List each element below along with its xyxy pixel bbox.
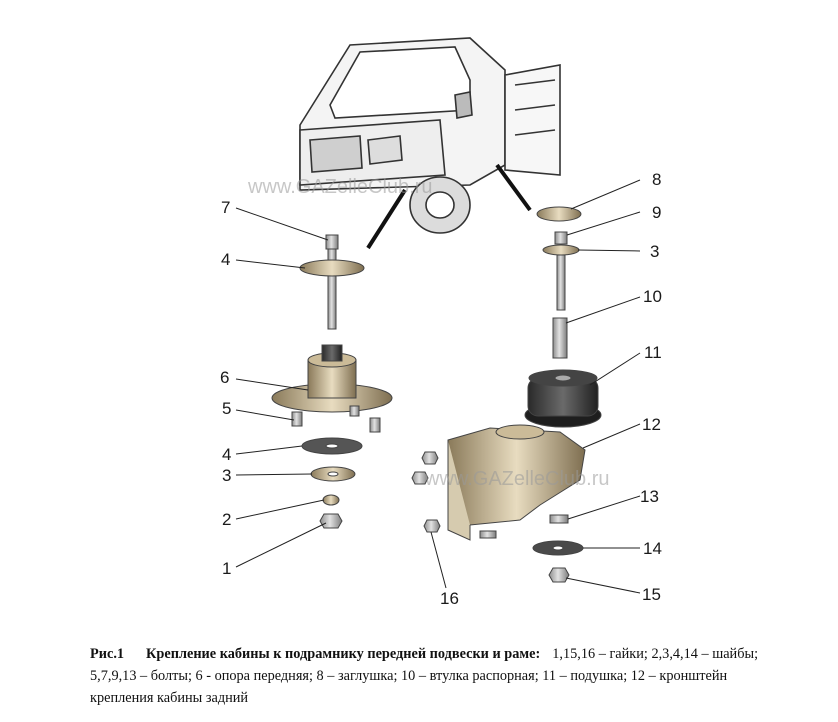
callout-3: 3: [222, 466, 231, 485]
figure-caption: Рис.1 Крепление кабины к подрамнику перед…: [90, 643, 790, 709]
bolt-13: [549, 514, 569, 524]
front-mount-parts: [271, 234, 393, 529]
watermark-top: www.GAZelleClub.ru: [247, 176, 433, 198]
callout-13: 13: [640, 487, 659, 506]
figure-legend: 1,15,16 – гайки; 2,3,4,14 – шайбы; 5,7,9…: [90, 646, 759, 706]
leader-lines: [235, 179, 641, 594]
bolt-9-shank: [556, 254, 566, 311]
pointer-arrows: [366, 163, 532, 250]
callout-2: 2: [222, 510, 231, 529]
callout-14: 14: [643, 539, 662, 558]
callout-11: 11: [644, 343, 662, 362]
callout-16: 16: [440, 589, 459, 608]
figure-label: Рис.1: [90, 646, 125, 662]
washer-2: [322, 494, 340, 506]
truck-illustration: [299, 37, 561, 234]
callout-9: 9: [652, 203, 661, 222]
callout-10: 10: [643, 287, 662, 306]
bolt-7-shank: [327, 248, 337, 330]
washer-4-upper: [299, 259, 365, 277]
callout-15: 15: [642, 585, 661, 604]
callout-4: 4: [222, 445, 231, 464]
bolt-9-head: [554, 231, 568, 245]
watermark-bottom: www.GAZelleClub.ru: [424, 468, 610, 490]
nut-1: [319, 513, 343, 529]
washer-3-upper: [542, 244, 580, 256]
bolt-5: [291, 411, 303, 427]
callout-12: 12: [642, 415, 661, 434]
callout-5: 5: [222, 399, 231, 418]
plug-8: [536, 206, 582, 222]
callout-6: 6: [220, 368, 229, 387]
callout-labels: 1 2 3 4 5 6 7 4 8 9 3 10 11 12 13 14 15 …: [220, 170, 662, 608]
sleeve-10: [552, 317, 568, 359]
assembly-diagram: www.GAZelleClub.ru www.GAZelleClub.ru 1 …: [220, 37, 662, 608]
figure-title: Крепление кабины к подрамнику передней п…: [146, 646, 541, 662]
nut-16: [423, 519, 441, 533]
bolt-7: [325, 234, 339, 250]
rear-mount-parts: [411, 206, 602, 583]
callout-7: 7: [221, 198, 230, 217]
callout-8: 8: [652, 170, 661, 189]
callout-4: 4: [221, 250, 230, 269]
callout-1: 1: [222, 559, 231, 578]
support-6-sleeve: [321, 344, 343, 362]
callout-3: 3: [650, 242, 659, 261]
nut-15: [548, 567, 570, 583]
